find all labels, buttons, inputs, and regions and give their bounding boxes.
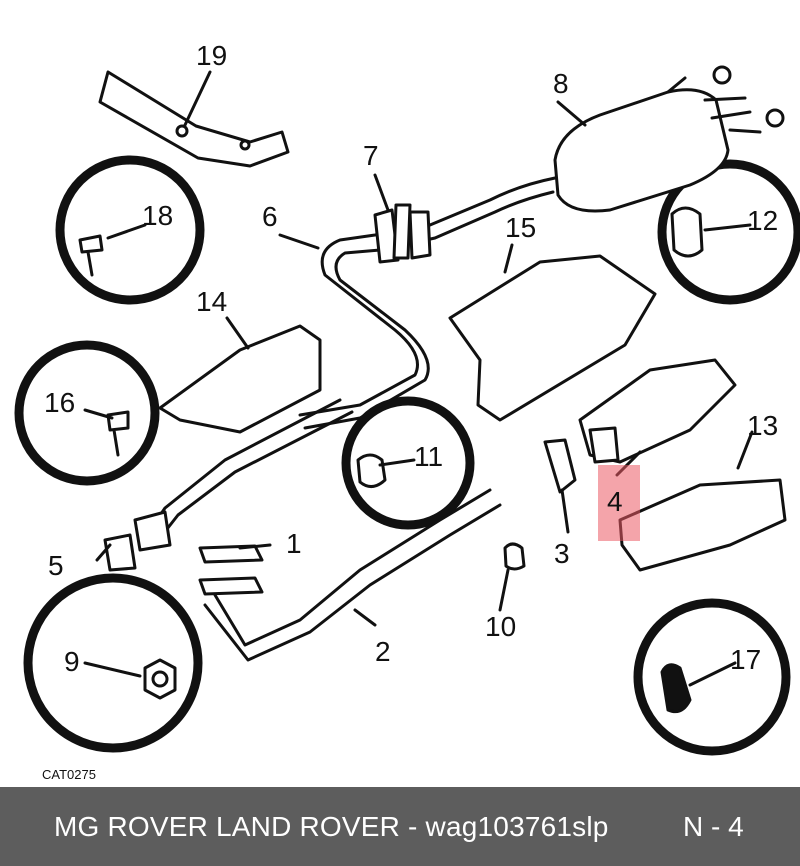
heat-shield-15 [448, 254, 657, 422]
callout-10: 10 [485, 611, 517, 642]
gasket-3 [543, 438, 577, 494]
heat-shield-13 [618, 478, 787, 572]
exhaust-system-diagram [14, 65, 800, 756]
footer-title: MG ROVER LAND ROVER - wag103761slp [54, 811, 609, 842]
callout-17: 17 [730, 644, 762, 675]
heat-shield-14 [158, 324, 322, 434]
pipe-6 [298, 176, 557, 417]
bracket-19 [98, 70, 290, 168]
callout-5: 5 [48, 550, 64, 581]
callout-15: 15 [505, 212, 537, 243]
callout-14: 14 [196, 286, 228, 317]
detail-circle-18 [55, 155, 205, 305]
gasket-5 [103, 533, 137, 572]
mount-10 [503, 542, 526, 571]
detail-circle-17 [633, 598, 791, 756]
callout-13: 13 [747, 410, 779, 441]
callout-11: 11 [414, 441, 444, 472]
highlight-4 [598, 465, 640, 541]
rear-silencer-8 [553, 88, 730, 213]
callout-6: 6 [262, 201, 278, 232]
callout-7: 7 [363, 140, 379, 171]
callout-2: 2 [375, 636, 391, 667]
nut-9 [143, 658, 177, 700]
mount-12 [670, 206, 704, 258]
callout-18: 18 [142, 200, 174, 231]
detail-circle-11 [341, 396, 475, 530]
mount-11 [356, 453, 387, 488]
callout-3: 3 [554, 538, 570, 569]
footer-page: N - 4 [683, 811, 744, 842]
detail-circle-9 [23, 573, 203, 753]
callout-16: 16 [44, 387, 76, 418]
callout-8: 8 [553, 68, 569, 99]
detail-circle-12 [657, 159, 800, 305]
callout-1: 1 [286, 528, 302, 559]
callout-9: 9 [64, 646, 80, 677]
bolt-18 [78, 234, 104, 277]
downpipe-2 [203, 488, 502, 662]
flange-7 [373, 208, 400, 264]
catalog-code: CAT0275 [42, 767, 96, 782]
bolt-16 [106, 410, 130, 457]
callout-4: 4 [607, 486, 623, 517]
detail-circle-16 [14, 340, 160, 486]
mount-17 [660, 663, 692, 714]
callout-19: 19 [196, 40, 228, 71]
footer-bar: MG ROVER LAND ROVER - wag103761slp N - 4 [0, 787, 800, 866]
callout-12: 12 [747, 205, 779, 236]
